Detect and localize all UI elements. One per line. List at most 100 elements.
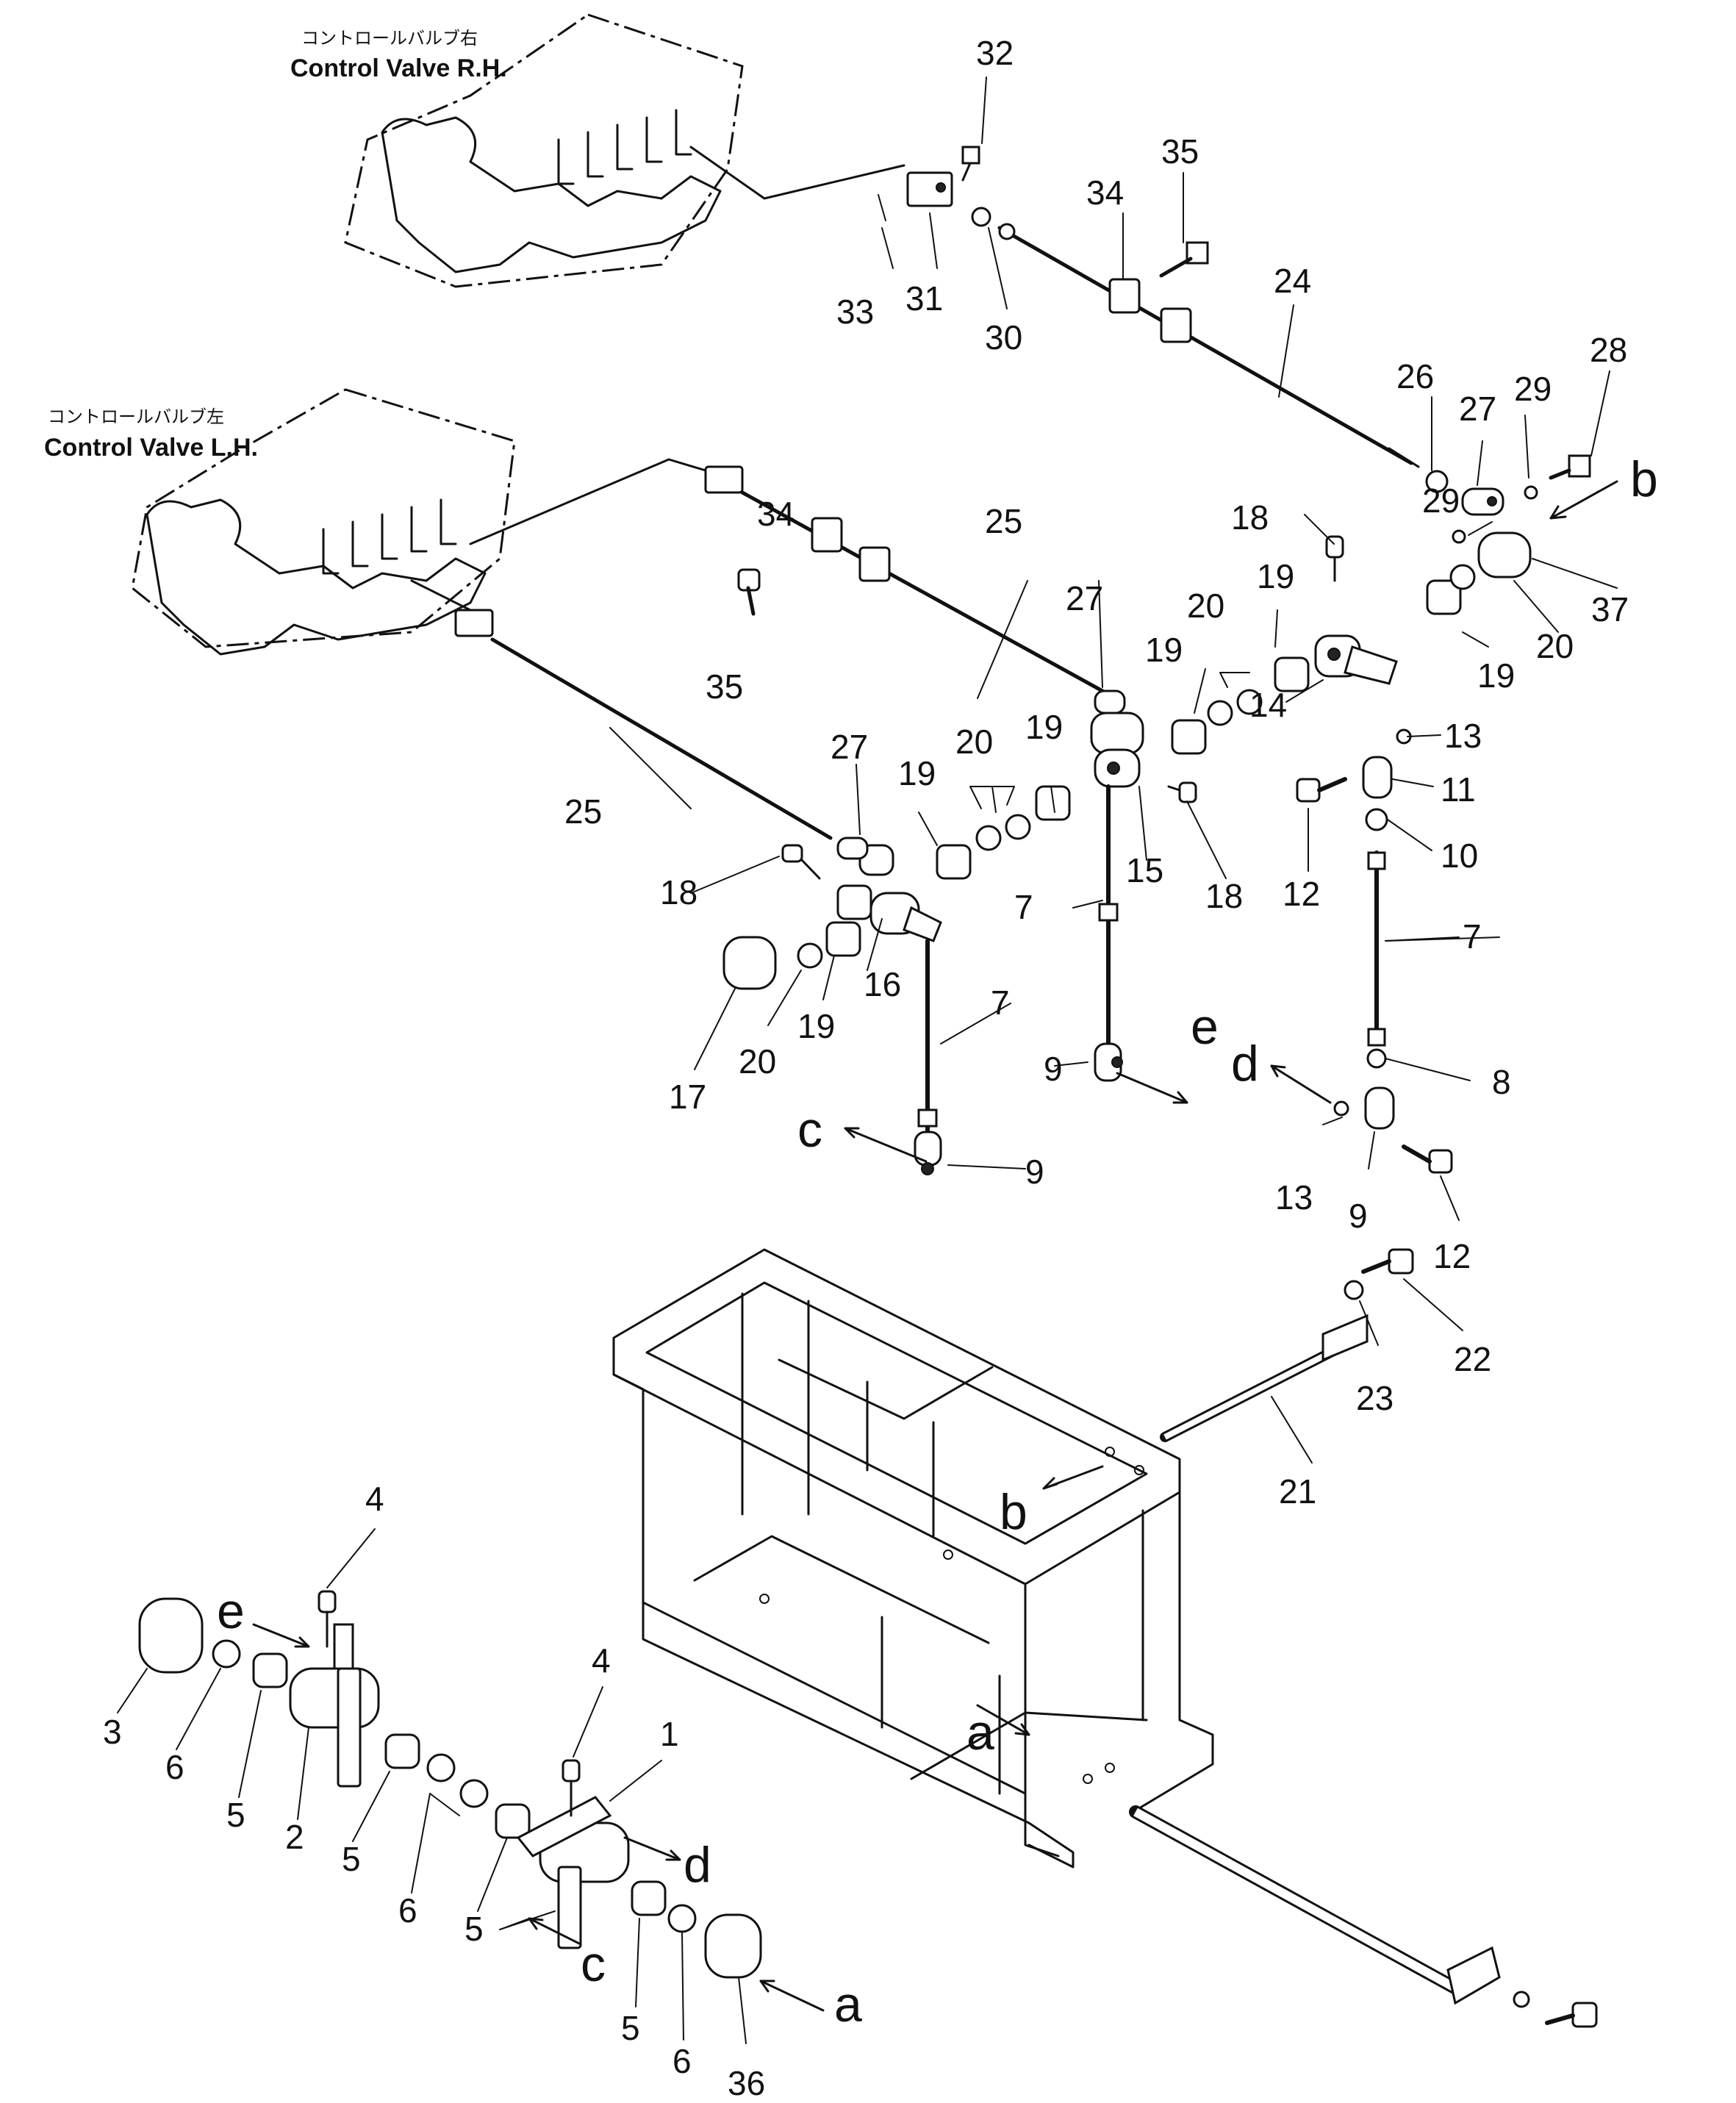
callout-29-upper: 29: [1514, 370, 1552, 408]
rod-end-27-upper: [1461, 487, 1504, 516]
callout-5-left: 5: [226, 1796, 245, 1834]
mounting-frame: [612, 1248, 1214, 1869]
rod-end-11: [1362, 756, 1393, 799]
bolt-22: [1361, 1248, 1414, 1275]
letter-d-lower: d: [684, 1837, 711, 1893]
valve-lh-jp-label: コントロールバルブ左: [48, 406, 224, 427]
valve-rh-jp-label: コントロールバルブ右: [301, 28, 478, 49]
callout-18-middle: 18: [1205, 877, 1243, 915]
lever-16: [858, 844, 942, 942]
callout-6-right: 6: [672, 2042, 692, 2080]
collar-3: [138, 1597, 204, 1674]
bolt-35-lower: [737, 568, 761, 616]
callout-4-left: 4: [365, 1480, 384, 1518]
callout-35-lower: 35: [706, 667, 743, 706]
callout-19-right-a: 19: [1257, 557, 1294, 595]
clamp-34-lower: [811, 517, 891, 582]
callout-27-upper: 27: [1459, 390, 1496, 428]
lever-15: [1090, 712, 1144, 788]
bolt-35-upper: [1159, 241, 1209, 278]
control-valve-rh: [344, 13, 905, 288]
bushing-19-left-a: [836, 884, 872, 920]
rod-end-9-right: [1364, 1086, 1395, 1130]
grease-fitting-4-right: [562, 1759, 581, 1817]
callout-11: 11: [1441, 770, 1476, 809]
callout-18-left: 18: [660, 873, 697, 911]
callout-13-lower: 13: [1275, 1178, 1313, 1217]
washer-lower: [1513, 1991, 1530, 2008]
clevis-31: [906, 171, 953, 207]
bolt-12-lower: [1402, 1144, 1453, 1174]
callout-20-middle: 20: [955, 723, 993, 761]
seal-6-left: [212, 1639, 241, 1669]
callout-33: 33: [836, 293, 874, 331]
callout-35-upper: 35: [1161, 132, 1199, 171]
link-rod-7-right: [1367, 850, 1386, 1047]
lever-2: [289, 1623, 380, 1788]
letter-c-upper: c: [797, 1102, 822, 1158]
link-rod-7-left: [914, 939, 942, 1175]
callout-30: 30: [985, 318, 1022, 357]
callout-10: 10: [1441, 836, 1478, 875]
callout-22: 22: [1454, 1340, 1491, 1378]
callout-25-lower: 25: [564, 792, 602, 831]
callout-9-left: 9: [1025, 1153, 1044, 1191]
callout-5-mid-a: 5: [342, 1840, 361, 1878]
callout-23: 23: [1356, 1379, 1394, 1417]
lever-1: [516, 1796, 630, 1949]
callout-25-upper: 25: [985, 502, 1022, 540]
washer-29-lower: [1452, 529, 1466, 544]
callout-4-right: 4: [592, 1641, 611, 1680]
lever-14: [1314, 634, 1398, 685]
washer-23: [1344, 1280, 1364, 1300]
seal-20-right-pair: [1207, 689, 1263, 726]
rod-25-upper: [704, 465, 1105, 693]
nut-26: [1425, 470, 1449, 493]
letter-a-lower: a: [834, 1977, 862, 2032]
letter-b-upper: b: [1630, 451, 1658, 507]
seal-6-right: [667, 1904, 697, 1933]
bolt-28: [1549, 454, 1591, 480]
shaft-21: [1160, 1314, 1369, 1442]
bushing-5-right: [631, 1880, 667, 1916]
bushing-19-left-b: [825, 921, 861, 957]
rod-25-lower: [454, 609, 833, 840]
bolt-32: [961, 146, 980, 182]
nut-8: [1366, 1048, 1387, 1069]
callout-31: 31: [905, 279, 943, 318]
valve-lh-en-label: Control Valve L.H.: [44, 434, 258, 462]
callout-2: 2: [285, 1818, 304, 1856]
bushing-5-mid-b: [495, 1803, 531, 1839]
letter-b-lower: b: [1000, 1484, 1027, 1540]
nut-10: [1365, 808, 1388, 831]
callout-19-left: 19: [797, 1007, 835, 1045]
callout-27-middle: 27: [1066, 579, 1103, 617]
bushing-5-left: [252, 1652, 288, 1688]
callout-1: 1: [660, 1715, 679, 1753]
callout-7-right: 7: [1463, 917, 1482, 956]
callout-21: 21: [1279, 1472, 1316, 1511]
callout-6-mid: 6: [398, 1891, 417, 1930]
seal-6-mid: [426, 1753, 489, 1808]
callout-9-middle: 9: [1044, 1050, 1063, 1088]
control-valve-lh: [131, 388, 707, 656]
callout-8: 8: [1492, 1063, 1511, 1101]
bushing-5-mid-a: [384, 1733, 420, 1769]
bushing-19-right-c: [1171, 719, 1207, 755]
callout-9-right: 9: [1349, 1197, 1368, 1235]
callout-32: 32: [976, 34, 1014, 72]
collar-17: [722, 936, 777, 990]
callout-20-right-a: 20: [1187, 587, 1224, 625]
washer-13-lower: [1333, 1100, 1349, 1117]
link-rod-7-middle: [1094, 784, 1123, 1082]
callout-34-lower: 34: [757, 495, 795, 533]
seal-20-right: [1449, 564, 1476, 590]
rod-end-27-middle: [1094, 689, 1126, 714]
collar-36: [704, 1913, 762, 1979]
shaft-lower: [1129, 1805, 1501, 2005]
callout-18-right: 18: [1231, 498, 1269, 537]
callout-12-upper: 12: [1283, 875, 1320, 913]
callout-17: 17: [669, 1078, 706, 1116]
callout-34-upper: 34: [1086, 173, 1124, 212]
